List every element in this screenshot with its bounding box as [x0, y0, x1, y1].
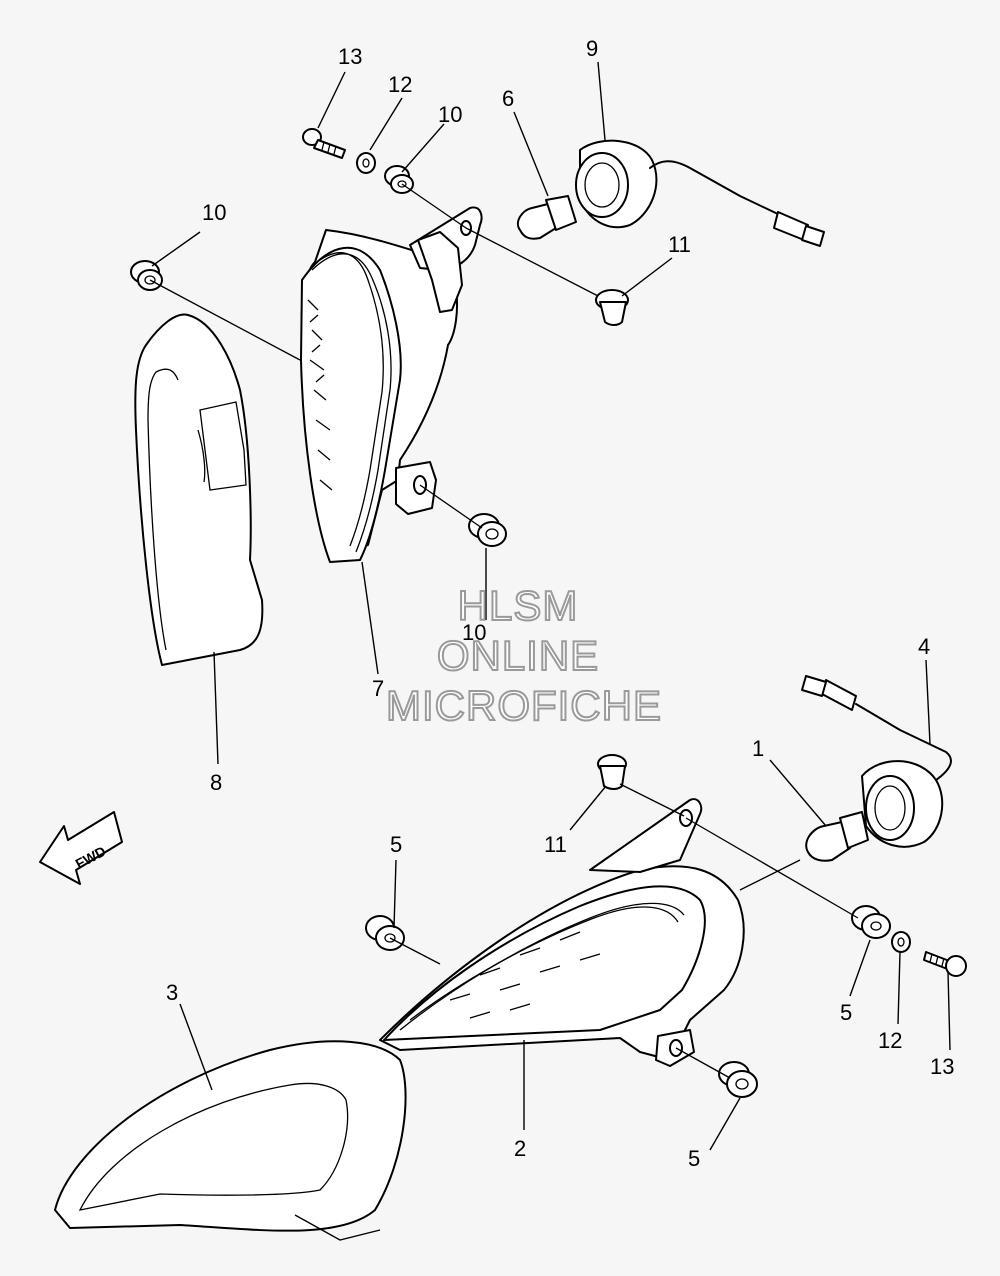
screw-upper: [302, 128, 346, 159]
socket-lower: [801, 675, 952, 848]
leader-lines: [151, 61, 951, 1151]
callout-9: 9: [586, 36, 598, 61]
callout-13-upper: 13: [338, 44, 362, 69]
washer-upper: [356, 152, 376, 174]
watermark-line-1: HLSM: [458, 582, 579, 629]
callout-10-upper-left: 10: [202, 200, 226, 225]
callout-5-lower-right: 5: [840, 1000, 852, 1025]
callout-3: 3: [166, 980, 178, 1005]
callout-7: 7: [372, 676, 384, 701]
screw-lower: [923, 951, 967, 977]
grommet-lower-right: [851, 905, 891, 939]
callout-11-lower: 11: [544, 832, 567, 857]
watermark-line-2: ONLINE: [437, 632, 599, 679]
grommet-lower-bottom: [718, 1061, 758, 1098]
lens-cover-upper: [134, 313, 264, 666]
fwd-arrow-icon: FWD: [39, 811, 123, 885]
callout-10-upper-bottom: 10: [462, 620, 486, 645]
callout-11-upper: 11: [668, 232, 691, 257]
lens-cover-lower: [54, 1040, 407, 1241]
watermark-line-3: MICROFICHE: [386, 682, 662, 729]
bulb-upper: [516, 195, 577, 240]
collar-upper: [595, 289, 629, 326]
callout-4: 4: [918, 634, 930, 659]
grommet-lower-left: [365, 915, 405, 951]
socket-upper: [575, 139, 825, 247]
watermark: HLSM ONLINE MICROFICHE: [385, 581, 662, 730]
callout-numbers: 13 12 10 6 9 10 11 10 7 8 4 1 11 5 5 12 …: [166, 36, 954, 1171]
callout-13-lower: 13: [930, 1054, 954, 1079]
callout-8: 8: [210, 770, 222, 795]
bulb-lower: [805, 811, 869, 862]
callout-5-lower-left: 5: [390, 832, 402, 857]
lamp-body-upper: [300, 206, 483, 563]
washer-lower: [891, 931, 911, 953]
callout-12-lower: 12: [878, 1028, 902, 1053]
callout-5-lower-bottom: 5: [688, 1146, 700, 1171]
collar-lower: [597, 754, 627, 790]
callout-6: 6: [502, 86, 514, 111]
callout-10-upper-top: 10: [438, 102, 462, 127]
grommet-upper-left: [130, 260, 163, 291]
callout-2: 2: [514, 1136, 526, 1161]
grommet-upper-bottom: [468, 513, 507, 547]
callout-12-upper: 12: [388, 72, 412, 97]
callout-1: 1: [752, 736, 764, 761]
